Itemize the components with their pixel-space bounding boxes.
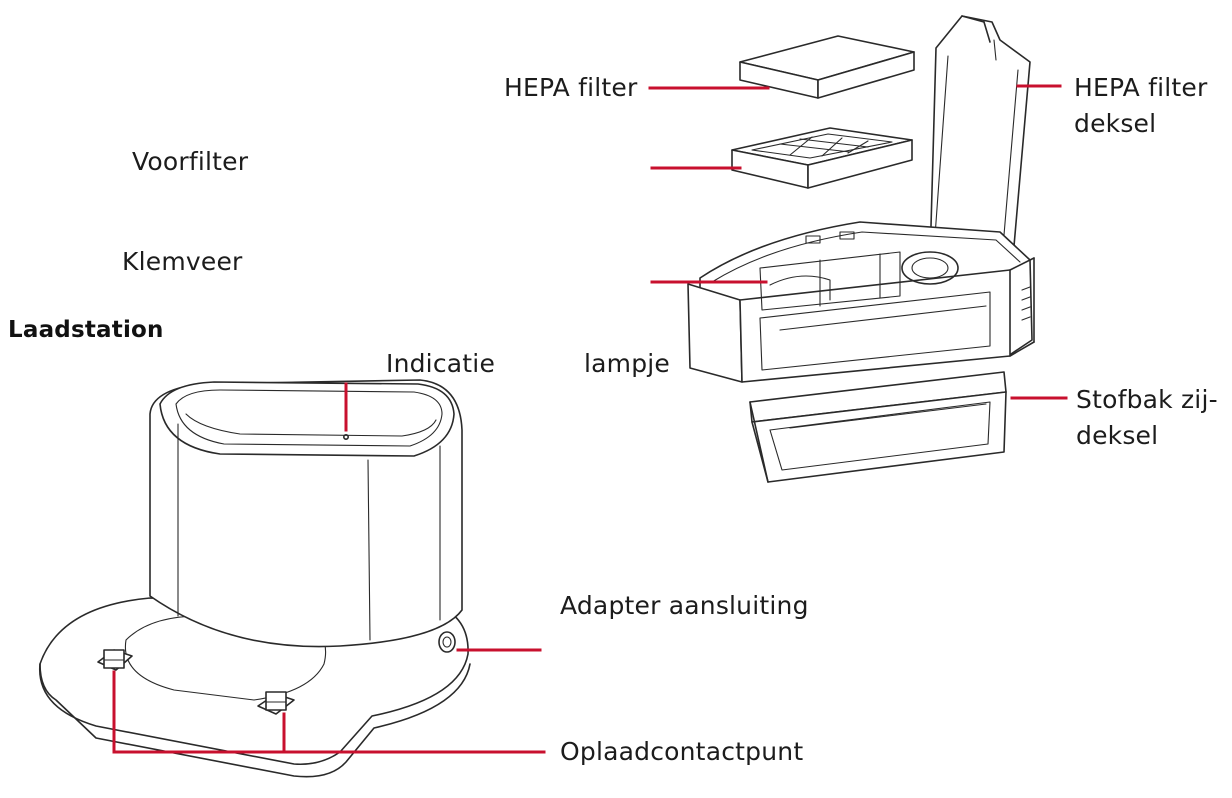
label-adapter-port: Adapter aansluiting: [560, 591, 809, 620]
charging-station-drawing: [39, 379, 471, 778]
leader-charging-contacts-a: [112, 670, 286, 754]
leader-lines: [112, 84, 1068, 754]
label-charging-contacts: Oplaadcontactpunt: [560, 737, 804, 766]
label-dustbin-side-lid-line1: Stofbak zij-: [1076, 385, 1218, 414]
label-indicator-line2: lampje: [584, 349, 671, 378]
label-clamp-spring: Klemveer: [122, 247, 243, 276]
dustbin-drawing: [687, 15, 1035, 483]
label-hepa-filter-lid-line2: deksel: [1074, 109, 1157, 138]
label-dustbin-side-lid-line2: deksel: [1076, 421, 1159, 450]
label-prefilter: Voorfilter: [132, 147, 249, 176]
section-title-charging-station: Laadstation: [8, 317, 164, 343]
label-hepa-filter-lid-line1: HEPA filter: [1074, 73, 1208, 102]
prefilter-drawing: [731, 127, 913, 189]
label-hepa-filter: HEPA filter: [504, 73, 638, 102]
label-indicator-line1: Indicatie: [386, 349, 496, 378]
hepa-filter-drawing: [739, 35, 915, 99]
